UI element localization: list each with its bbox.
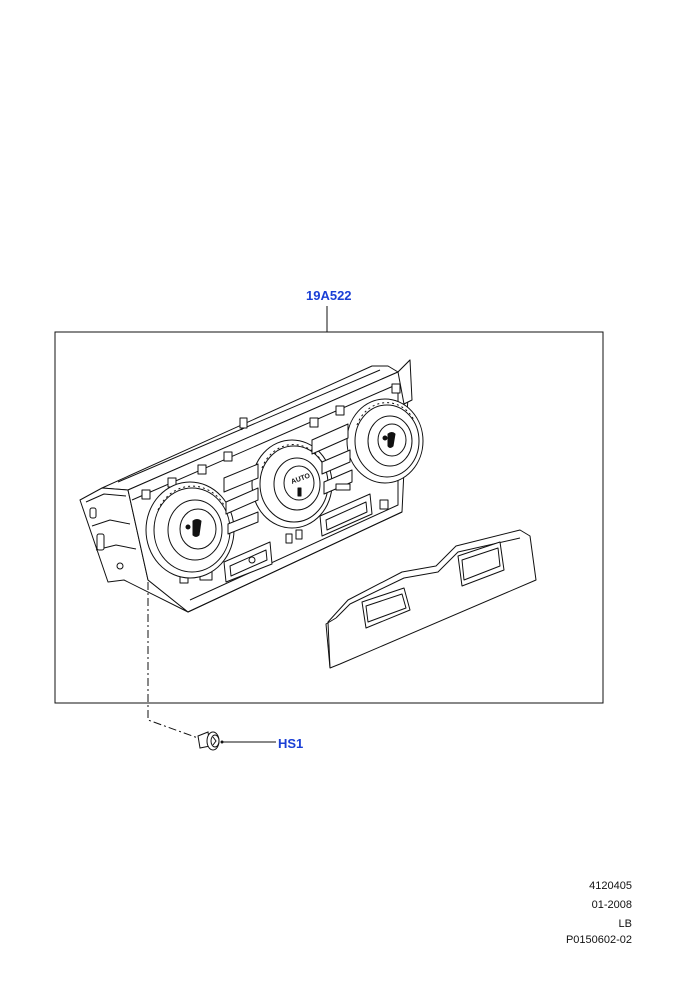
trim-bezel (325, 529, 537, 669)
footer-line-4: P0150602-02 (565, 934, 632, 946)
screw-hs1 (197, 731, 220, 751)
footer-line-2: 01-2008 (591, 899, 632, 911)
switch-cluster-right[interactable] (311, 423, 373, 537)
assembly-frame (54, 331, 604, 704)
right-temperature-dial[interactable] (346, 398, 424, 484)
climate-control-panel: AUTO (79, 359, 424, 613)
left-temperature-dial[interactable] (145, 481, 235, 579)
footer-line-1: 4120405 (589, 880, 632, 892)
switch-cluster-left[interactable] (223, 463, 273, 583)
part-callout-19a522[interactable]: 19A522 (306, 288, 352, 303)
centre-auto-dial[interactable]: AUTO (251, 439, 333, 529)
footer-line-3: LB (618, 918, 632, 930)
part-callout-hs1[interactable]: HS1 (278, 736, 304, 751)
